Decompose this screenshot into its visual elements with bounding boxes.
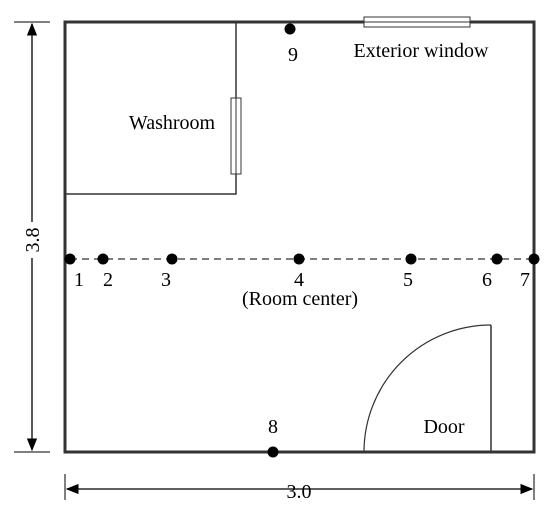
point-3-marker	[166, 253, 178, 265]
point-9-label: 9	[288, 44, 298, 66]
width-dimension-label: 3.0	[287, 481, 312, 503]
room-outline	[63, 20, 536, 454]
point-6-label: 6	[482, 269, 492, 291]
height-dimension-label: 3.8	[22, 228, 44, 253]
point-7-label: 7	[520, 269, 530, 291]
point-1-label: 1	[74, 269, 84, 291]
washroom-label: Washroom	[129, 112, 216, 134]
point-6-marker	[491, 253, 503, 265]
point-7-marker	[528, 253, 540, 265]
point-5-marker	[405, 253, 417, 265]
point-8-marker	[267, 446, 279, 458]
point-1-marker	[64, 253, 76, 265]
point-8-label: 8	[268, 416, 278, 438]
point-4-label: 4	[294, 269, 304, 291]
point-2-marker	[97, 253, 109, 265]
point-5-label: 5	[403, 269, 413, 291]
room-center-label: (Room center)	[242, 288, 358, 310]
washroom-wall	[65, 22, 237, 195]
point-2-label: 2	[103, 269, 113, 291]
point-9-marker	[284, 23, 296, 35]
point-4-marker	[293, 253, 305, 265]
point-3-label: 3	[161, 269, 171, 291]
door-swing-arc	[363, 324, 492, 453]
door-label: Door	[423, 416, 464, 438]
exterior-window-label: Exterior window	[354, 40, 490, 62]
